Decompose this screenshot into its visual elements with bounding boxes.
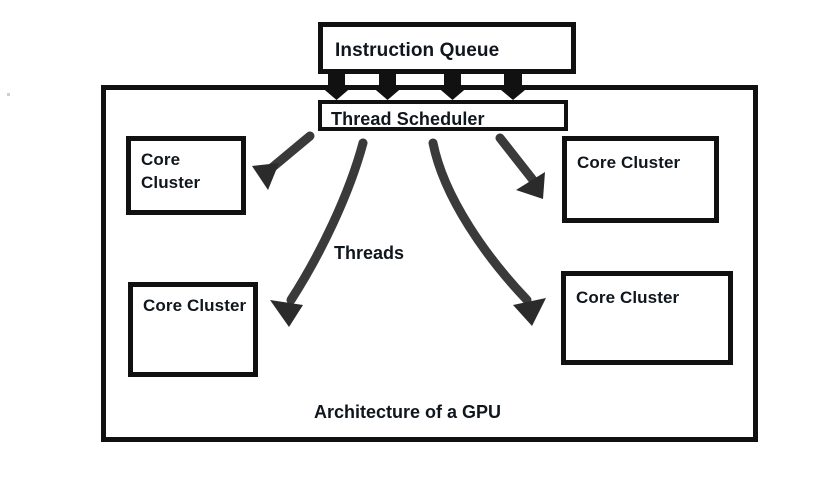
node-core-cluster-top-right-label: Core Cluster bbox=[577, 153, 681, 172]
gpu-container-box bbox=[101, 85, 758, 442]
node-core-cluster-top-left-label: Core Cluster bbox=[141, 150, 201, 192]
node-core-cluster-top-right: Core Cluster bbox=[562, 136, 719, 223]
node-instruction-queue: Instruction Queue bbox=[318, 22, 576, 74]
node-instruction-queue-label: Instruction Queue bbox=[335, 40, 500, 61]
node-core-cluster-bottom-right: Core Cluster bbox=[561, 271, 733, 365]
node-core-cluster-bottom-right-label: Core Cluster bbox=[576, 288, 680, 307]
node-core-cluster-bottom-left: Core Cluster bbox=[128, 282, 258, 377]
node-thread-scheduler-label: Thread Scheduler bbox=[331, 109, 485, 129]
node-core-cluster-bottom-left-label: Core Cluster bbox=[143, 296, 247, 315]
node-core-cluster-top-left: Core Cluster bbox=[126, 136, 246, 215]
diagram-caption: Architecture of a GPU bbox=[314, 402, 502, 422]
threads-edge-label: Threads bbox=[334, 243, 405, 263]
image-speck bbox=[7, 93, 10, 96]
node-thread-scheduler: Thread Scheduler bbox=[318, 100, 568, 131]
